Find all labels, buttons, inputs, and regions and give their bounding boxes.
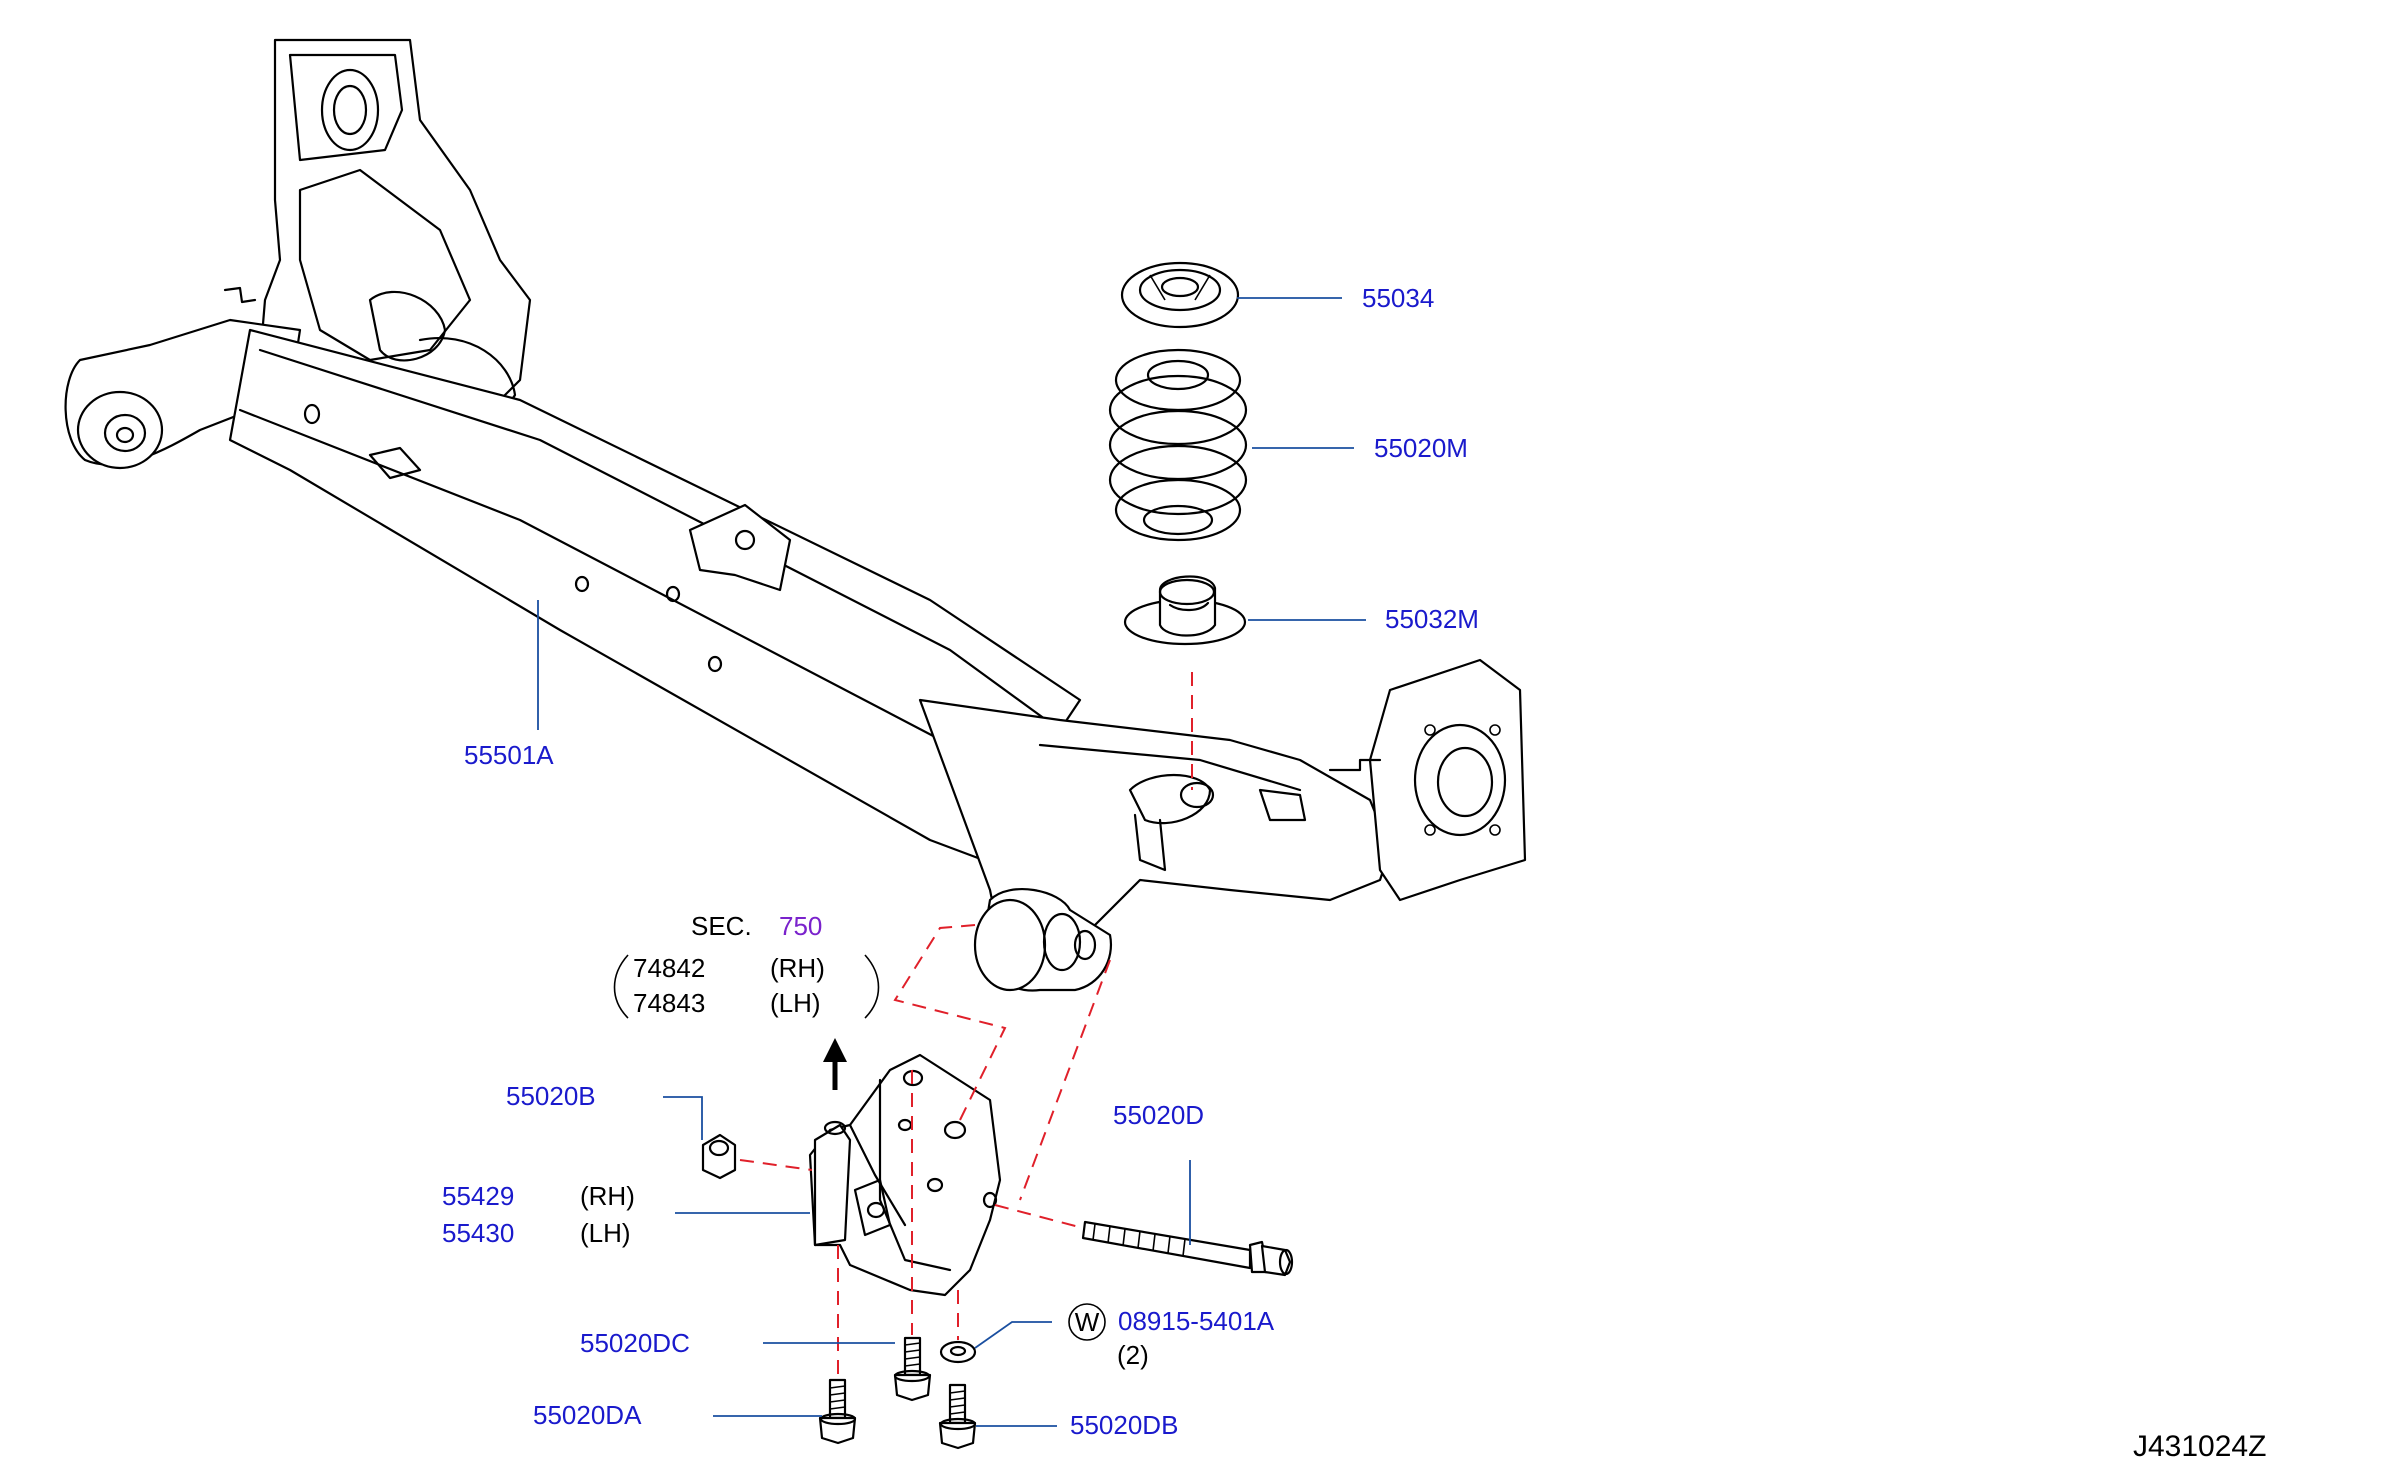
washer-symbol-circle — [1068, 1303, 1106, 1341]
label-55429[interactable]: 55429 — [442, 1181, 514, 1211]
coil-spring — [1108, 348, 1248, 542]
drawing-id: J431024Z — [2133, 1430, 2266, 1463]
label-55020B[interactable]: 55020B — [506, 1081, 596, 1111]
label-55020M[interactable]: 55020M — [1374, 433, 1468, 463]
leader-lines — [537, 297, 1366, 1427]
section-number[interactable]: 750 — [779, 911, 822, 941]
label-55020D[interactable]: 55020D — [1113, 1100, 1204, 1130]
bracket-close — [864, 954, 880, 1019]
bolt-da — [818, 1378, 857, 1445]
flange-nut — [701, 1133, 737, 1180]
label-55032M[interactable]: 55032M — [1385, 604, 1479, 634]
label-08915-5401A[interactable]: 08915-5401A — [1118, 1306, 1275, 1336]
label-washer-qty: (2) — [1117, 1340, 1149, 1370]
label-55020DB[interactable]: 55020DB — [1070, 1410, 1178, 1440]
spring-seat-upper — [1120, 261, 1240, 329]
labels: 55034 55020M 55032M 55501A SEC. 750 7484… — [442, 283, 2266, 1463]
section-item-rh: 74842 — [633, 953, 705, 983]
rear-axle-beam — [64, 38, 1527, 992]
label-bracket-rh: (RH) — [580, 1181, 635, 1211]
spring-seat-lower — [1123, 575, 1247, 646]
label-55020DC[interactable]: 55020DC — [580, 1328, 690, 1358]
label-55430[interactable]: 55430 — [442, 1218, 514, 1248]
section-side-rh: (RH) — [770, 953, 825, 983]
bracket-open — [613, 954, 629, 1019]
section-arrow — [823, 1038, 847, 1090]
label-55034[interactable]: 55034 — [1362, 283, 1434, 313]
label-55501A[interactable]: 55501A — [464, 740, 554, 770]
washer — [939, 1340, 977, 1364]
label-55020DA[interactable]: 55020DA — [533, 1400, 642, 1430]
through-bolt — [1081, 1220, 1294, 1277]
washer-symbol: W — [1075, 1307, 1100, 1337]
bolt-dc — [893, 1336, 932, 1402]
bolt-db — [938, 1383, 977, 1450]
assembly-centerlines — [739, 672, 1193, 1378]
axle-mounting-bracket — [808, 1053, 1002, 1297]
section-item-lh: 74843 — [633, 988, 705, 1018]
section-side-lh: (LH) — [770, 988, 821, 1018]
section-prefix: SEC. — [691, 911, 752, 941]
label-bracket-lh: (LH) — [580, 1218, 631, 1248]
